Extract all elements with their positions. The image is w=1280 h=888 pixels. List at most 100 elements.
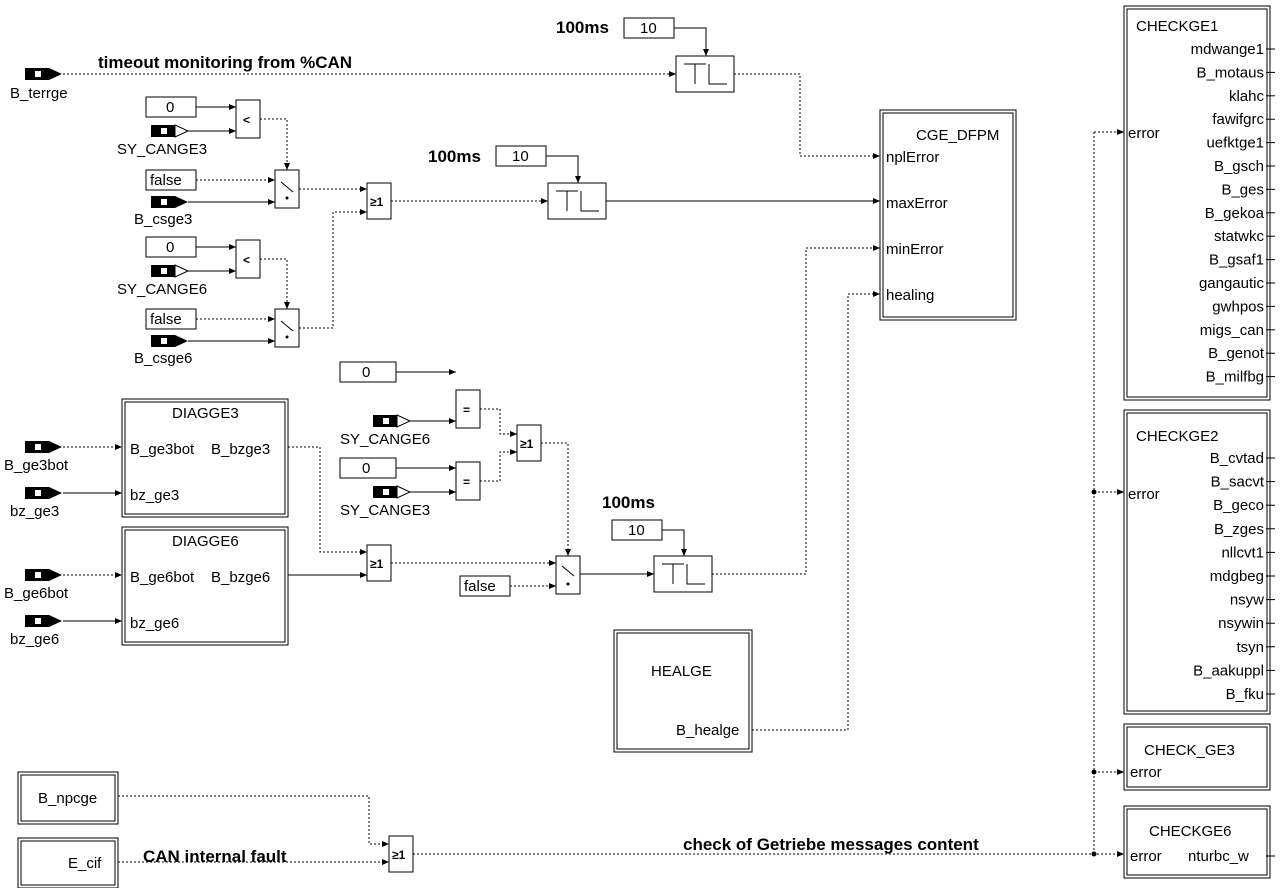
or-gate-2[interactable]: ≥1 bbox=[516, 424, 542, 462]
input-label: SY_CANGE6 bbox=[117, 281, 207, 298]
lt-comparator-2[interactable]: < bbox=[235, 239, 261, 279]
const-value: 0 bbox=[166, 99, 174, 116]
block-checkge1[interactable]: CHECKGE1 error mdwange1B_motausklahcfawi… bbox=[1123, 5, 1275, 401]
block-check-ge3[interactable]: CHECK_GE3 error bbox=[1123, 723, 1271, 791]
signal-input-icon bbox=[373, 485, 412, 499]
gate-symbol: = bbox=[463, 403, 470, 417]
block-title: CGE_DFPM bbox=[916, 127, 999, 144]
input-label: SY_CANGE6 bbox=[340, 431, 430, 448]
signal-input-icon bbox=[151, 124, 190, 138]
switch-icon bbox=[561, 565, 575, 586]
block-healge[interactable]: HEALGE B_healge bbox=[613, 629, 753, 753]
output-port-gwhpos: gwhpos bbox=[1212, 298, 1264, 315]
input-sy-cange3-b[interactable]: SY_CANGE3 bbox=[340, 485, 430, 519]
input-b-csge3[interactable]: B_csge3 bbox=[134, 196, 192, 228]
const-value: 10 bbox=[628, 522, 645, 539]
output-port-b-fku: B_fku bbox=[1226, 686, 1264, 703]
gate-symbol: ≥1 bbox=[370, 195, 384, 209]
port-label-error: error bbox=[1128, 125, 1160, 142]
signal-input-icon bbox=[25, 615, 62, 627]
gate-symbol: < bbox=[243, 253, 250, 267]
block-cge-dfpm[interactable]: CGE_DFPM nplError maxError minError heal… bbox=[879, 109, 1017, 321]
can-fault-note: CAN internal fault bbox=[143, 847, 287, 866]
const-0-d[interactable]: 0 bbox=[339, 457, 397, 479]
input-label: B_ge6bot bbox=[4, 585, 69, 602]
output-port-statwkc: statwkc bbox=[1214, 228, 1265, 245]
const-false-a[interactable]: false bbox=[145, 169, 197, 191]
port-label-nturbc-w: nturbc_w bbox=[1188, 848, 1249, 865]
signal-input-icon bbox=[151, 264, 190, 278]
const-0-b[interactable]: 0 bbox=[145, 236, 197, 258]
input-sy-cange6-b[interactable]: SY_CANGE6 bbox=[340, 414, 430, 448]
const-0-a[interactable]: 0 bbox=[145, 96, 197, 118]
const-value: 0 bbox=[362, 460, 370, 477]
block-title: CHECKGE1 bbox=[1136, 18, 1219, 35]
signal-input-icon bbox=[25, 68, 62, 80]
input-bz-ge3[interactable]: bz_ge3 bbox=[10, 487, 62, 520]
const-10-a[interactable]: 10 bbox=[623, 17, 675, 39]
or-gate-3[interactable]: ≥1 bbox=[366, 544, 392, 582]
const-10-c[interactable]: 10 bbox=[611, 519, 663, 541]
delay-block-1[interactable] bbox=[675, 55, 735, 93]
port-label: B_bzge6 bbox=[211, 569, 270, 586]
const-false-b[interactable]: false bbox=[145, 308, 197, 330]
or-gate-1[interactable]: ≥1 bbox=[366, 182, 392, 220]
input-sy-cange3-a[interactable]: SY_CANGE3 bbox=[117, 124, 207, 158]
input-b-ge3bot[interactable]: B_ge3bot bbox=[4, 441, 69, 474]
block-checkge2[interactable]: CHECKGE2 error B_cvtadB_sacvtB_gecoB_zge… bbox=[1123, 409, 1275, 715]
input-label: B_csge6 bbox=[134, 350, 192, 367]
input-bz-ge6[interactable]: bz_ge6 bbox=[10, 615, 62, 648]
block-title: CHECKGE6 bbox=[1149, 823, 1232, 840]
lt-comparator-1[interactable]: < bbox=[235, 99, 261, 139]
input-label: bz_ge3 bbox=[10, 503, 59, 520]
output-port-b-genot: B_genot bbox=[1208, 345, 1265, 362]
const-false-c[interactable]: false bbox=[459, 575, 511, 597]
block-checkge6[interactable]: CHECKGE6 error nturbc_w bbox=[1123, 805, 1275, 879]
input-b-terrge[interactable]: B_terrge bbox=[10, 68, 68, 102]
switch-3[interactable] bbox=[555, 555, 581, 595]
input-label: B_csge3 bbox=[134, 211, 192, 228]
eq-comparator-2[interactable]: = bbox=[455, 461, 481, 501]
delay-block-2[interactable] bbox=[547, 182, 607, 220]
signal-input-icon bbox=[373, 414, 412, 428]
const-0-c[interactable]: 0 bbox=[339, 361, 397, 383]
block-title: CHECK_GE3 bbox=[1144, 742, 1235, 759]
switch-2[interactable] bbox=[274, 308, 300, 348]
block-e-cif[interactable]: E_cif bbox=[17, 837, 119, 888]
delay-block-3[interactable] bbox=[653, 555, 713, 593]
gate-symbol: ≥1 bbox=[392, 848, 406, 862]
output-port-migs-can: migs_can bbox=[1200, 322, 1264, 339]
output-port-b-ges: B_ges bbox=[1221, 181, 1264, 198]
signal-input-icon bbox=[151, 196, 188, 208]
switch-1[interactable] bbox=[274, 169, 300, 209]
input-b-ge6bot[interactable]: B_ge6bot bbox=[4, 569, 69, 602]
output-port-nsyw: nsyw bbox=[1230, 592, 1264, 609]
input-label: SY_CANGE3 bbox=[340, 502, 430, 519]
block-title: CHECKGE2 bbox=[1136, 428, 1219, 445]
input-label: B_terrge bbox=[10, 85, 68, 102]
delay-label-1: 100ms bbox=[556, 18, 609, 37]
block-diagge3[interactable]: DIAGGE3 B_ge3bot B_bzge3 bz_ge3 bbox=[121, 398, 289, 518]
input-sy-cange6-a[interactable]: SY_CANGE6 bbox=[117, 264, 207, 298]
port-label-healing: healing bbox=[886, 287, 934, 304]
port-label-error: error bbox=[1128, 486, 1160, 503]
const-value: 0 bbox=[166, 239, 174, 256]
signal-input-icon bbox=[151, 335, 188, 347]
port-label-maxerror: maxError bbox=[886, 195, 948, 212]
timeout-note: timeout monitoring from %CAN bbox=[98, 53, 352, 72]
const-10-b[interactable]: 10 bbox=[495, 145, 547, 167]
port-label: B_ge3bot bbox=[130, 441, 195, 458]
delay-label-2: 100ms bbox=[428, 147, 481, 166]
output-port-b-zges: B_zges bbox=[1214, 521, 1264, 538]
block-title: E_cif bbox=[68, 855, 102, 872]
port-label: B_bzge3 bbox=[211, 441, 270, 458]
switch-icon bbox=[280, 320, 294, 339]
wires bbox=[63, 27, 1124, 865]
or-gate-4[interactable]: ≥1 bbox=[388, 835, 414, 873]
block-diagge6[interactable]: DIAGGE6 B_ge6bot B_bzge6 bz_ge6 bbox=[121, 526, 289, 646]
input-b-csge6[interactable]: B_csge6 bbox=[134, 335, 192, 367]
block-b-npcge[interactable]: B_npcge bbox=[17, 771, 119, 825]
port-label: B_ge6bot bbox=[130, 569, 195, 586]
eq-comparator-1[interactable]: = bbox=[455, 389, 481, 429]
